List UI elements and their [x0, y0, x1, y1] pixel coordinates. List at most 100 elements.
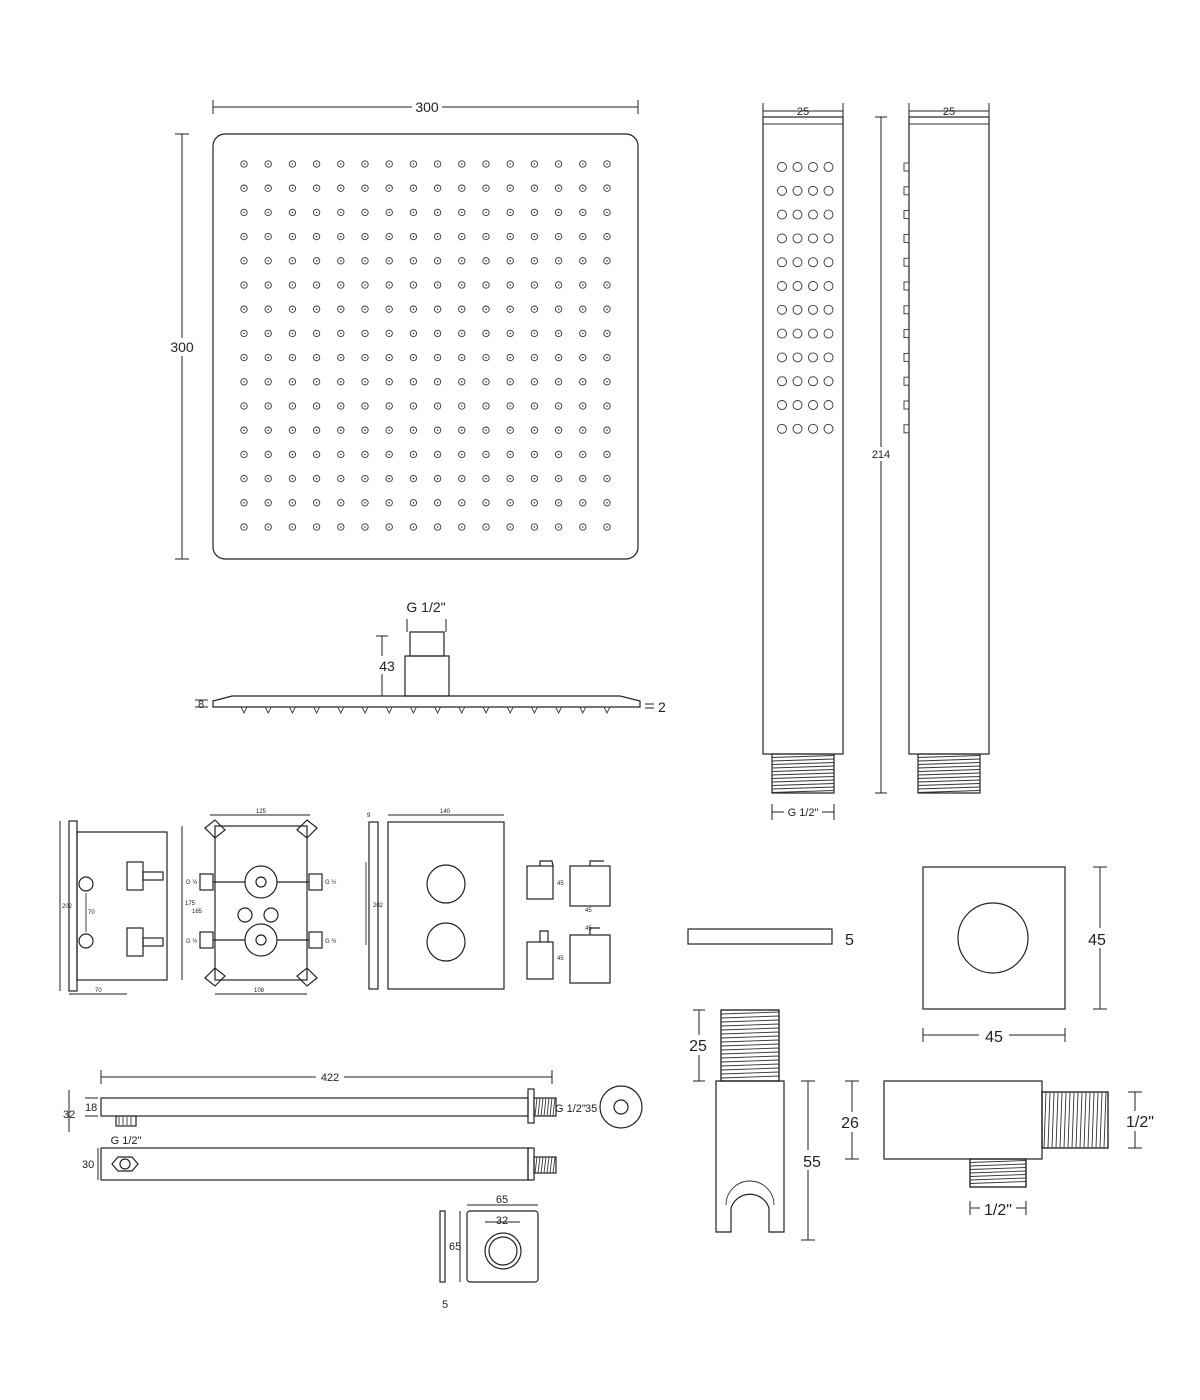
hand-nozzle [808, 400, 818, 410]
nozzle [264, 450, 272, 459]
nozzle [312, 402, 321, 410]
nozzle [361, 402, 369, 410]
nozzle [482, 208, 490, 217]
nozzle [458, 232, 466, 241]
thread-outline [917, 753, 981, 794]
nozzle-dot [388, 235, 391, 238]
thread-line [771, 762, 835, 765]
nozzle-dot [267, 453, 270, 456]
valve-side-view: 70 202 70 [59, 820, 168, 995]
nozzle-dot [606, 405, 608, 407]
nozzle [579, 353, 587, 362]
thread-line [543, 1156, 547, 1174]
nozzle [482, 402, 490, 410]
nozzle [506, 378, 514, 386]
nozzle [312, 257, 321, 265]
nozzle-dot [533, 284, 536, 286]
thread-line [1103, 1091, 1107, 1149]
arm-top-view [100, 1097, 529, 1117]
nozzle [361, 160, 369, 168]
nozzle [385, 281, 393, 289]
nozzle-dot [412, 332, 415, 335]
nozzle [337, 305, 345, 313]
nozzle-dot [533, 429, 536, 432]
nozzle-dot [533, 235, 536, 238]
nozzle [312, 305, 321, 313]
hand-side-nozzle [903, 233, 910, 243]
hand-shower-thread-side [917, 753, 981, 794]
nozzle-dot [485, 308, 487, 311]
nozzle [603, 426, 611, 434]
thread-line [720, 1015, 780, 1019]
nozzle-dot [291, 332, 294, 335]
nozzle [579, 523, 587, 531]
nozzle [506, 474, 514, 483]
thread-line [1083, 1091, 1087, 1149]
hand-side-nozzle [903, 305, 910, 315]
nozzle-dot [461, 308, 463, 311]
thread-line [1043, 1091, 1047, 1149]
nozzle [433, 402, 442, 410]
nozzle [264, 281, 272, 289]
nozzle [240, 523, 248, 531]
nozzle [506, 257, 514, 265]
wall-outlet-front [922, 866, 1066, 1010]
hand-nozzle [777, 352, 787, 363]
nozzle-dot [582, 356, 584, 359]
side-nozzle [409, 706, 418, 715]
nozzle-dot [485, 187, 487, 189]
hand-shower-views: 25 25 G 1/2" 214 [762, 103, 990, 820]
thread-line [1047, 1091, 1051, 1149]
thread-line [720, 1031, 780, 1035]
nozzle [506, 232, 514, 241]
nozzle [288, 329, 297, 338]
valve-plate-front [387, 821, 505, 990]
nozzle [506, 353, 514, 362]
nozzle-dot [436, 356, 439, 359]
nozzle [264, 378, 272, 386]
nozzle-dot [533, 453, 536, 456]
nozzle [288, 499, 297, 507]
nozzle-dot [509, 477, 512, 480]
hand-nozzle [823, 257, 834, 268]
nozzle-dot [243, 187, 245, 189]
nozzle-dot [315, 187, 318, 189]
nozzle-dot [557, 356, 560, 359]
nozzle-dot [461, 477, 463, 480]
nozzle-dot [606, 356, 608, 359]
wall-outlet-thickness-label: 5 [845, 932, 854, 949]
nozzle-dot [412, 405, 415, 407]
nozzle [337, 523, 345, 531]
nozzle-dot [388, 284, 391, 286]
nozzle-dot [461, 235, 463, 238]
thread-line [552, 1156, 556, 1174]
hand-nozzle [808, 185, 818, 196]
nozzle-dot [606, 381, 608, 383]
nozzle [337, 450, 345, 459]
nozzle-dot [509, 211, 512, 214]
nozzle-dot [412, 453, 415, 456]
nozzle-dot [436, 260, 439, 262]
nozzle [312, 523, 321, 531]
arm-inlet-label: G 1/2" [555, 1103, 586, 1115]
nozzle [361, 329, 369, 338]
nozzle-dot [606, 308, 608, 311]
nozzle [264, 523, 272, 531]
nozzle [579, 257, 587, 265]
thread-line [1099, 1091, 1103, 1149]
thread-line [720, 1019, 780, 1023]
wall-outlet-width-label: 45 [985, 1029, 1003, 1046]
nozzle [409, 378, 418, 386]
thread-line [771, 772, 835, 776]
nozzle-dot [291, 453, 294, 456]
hand-shower-front [762, 116, 844, 755]
nozzle-dot [243, 332, 245, 335]
nozzle-dot [461, 284, 463, 286]
nozzle-dot [388, 453, 391, 456]
side-nozzle [385, 706, 393, 715]
nozzle [312, 426, 321, 434]
hand-shower-nozzles [777, 162, 834, 434]
valve-side-depth-label: 70 [95, 988, 102, 994]
hand-nozzle [777, 376, 787, 387]
nozzle [530, 257, 539, 265]
